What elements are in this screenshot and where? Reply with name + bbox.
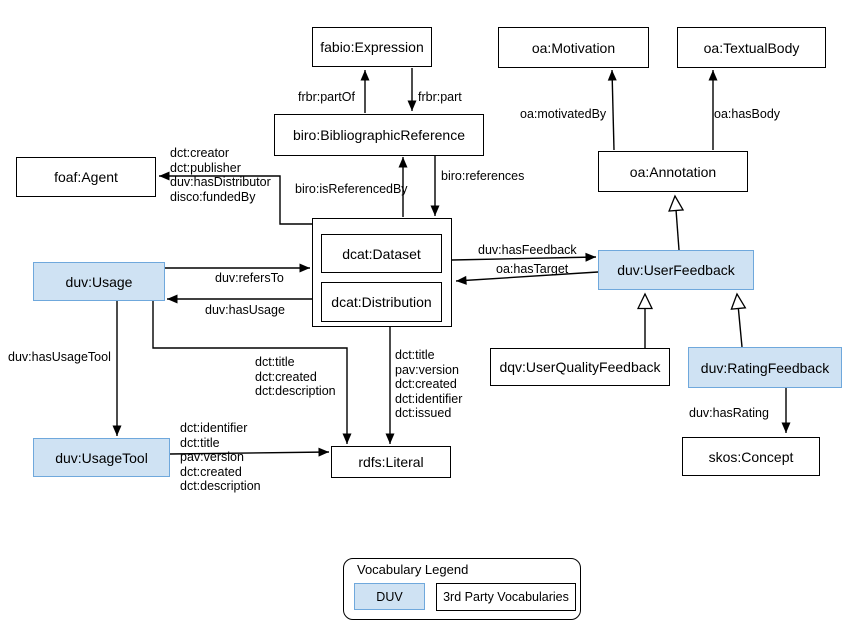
node-oa-textualbody: oa:TextualBody bbox=[677, 27, 826, 68]
edge-label-duv-hasfeedback: duv:hasFeedback bbox=[478, 243, 577, 257]
node-duv-userfeedback: duv:UserFeedback bbox=[598, 250, 754, 290]
node-duv-usage: duv:Usage bbox=[33, 262, 165, 301]
edge-label-duv-hasrating: duv:hasRating bbox=[689, 406, 769, 420]
legend-title: Vocabulary Legend bbox=[357, 562, 469, 577]
dcat-group-box bbox=[312, 218, 452, 327]
node-foaf-agent: foaf:Agent bbox=[16, 157, 156, 197]
edge-usagetool-literal-properties bbox=[169, 447, 330, 457]
legend-third-party-swatch: 3rd Party Vocabularies bbox=[436, 583, 576, 611]
node-oa-motivation: oa:Motivation bbox=[498, 27, 649, 68]
edge-label-oa-motivatedby: oa:motivatedBy bbox=[520, 107, 607, 121]
node-dcat-distribution: dcat:Distribution bbox=[321, 282, 442, 322]
edge-label-biro-isreferencedby: biro:isReferencedBy bbox=[295, 182, 408, 196]
node-dqv-userqualityfeedback: dqv:UserQualityFeedback bbox=[490, 348, 670, 386]
edge-label-oa-hasbody: oa:hasBody bbox=[714, 107, 781, 121]
edge-agent-properties bbox=[159, 171, 312, 225]
edge-label-duv-hasusagetool: duv:hasUsageTool bbox=[8, 350, 111, 364]
edge-label-agent-properties: dct:creator dct:publisher duv:hasDistrib… bbox=[170, 146, 271, 204]
edge-label-biro-references: biro:references bbox=[441, 169, 525, 183]
legend-duv-swatch: DUV bbox=[354, 583, 425, 610]
edge-label-usage-literal-properties: dct:title dct:created dct:description bbox=[255, 355, 336, 398]
node-fabio-expression: fabio:Expression bbox=[312, 27, 432, 67]
edge-duv-hasfeedback bbox=[451, 252, 597, 262]
edge-label-usagetool-literal-properties: dct:identifier dct:title pav:version dct… bbox=[180, 421, 261, 493]
edge-oa-hastarget bbox=[455, 271, 599, 285]
node-duv-ratingfeedback: duv:RatingFeedback bbox=[688, 347, 842, 388]
node-dcat-dataset: dcat:Dataset bbox=[321, 234, 442, 273]
node-skos-concept: skos:Concept bbox=[682, 437, 820, 476]
edge-oa-motivatedby bbox=[607, 69, 617, 151]
edge-userfeedback-subclassof-annotation bbox=[668, 194, 685, 251]
edge-ratingfeedback-subclassof bbox=[730, 292, 747, 348]
node-duv-usagetool: duv:UsageTool bbox=[33, 438, 170, 477]
node-oa-annotation: oa:Annotation bbox=[598, 151, 748, 192]
edge-label-frbr-part: frbr:part bbox=[418, 90, 462, 104]
edge-label-frbr-partof: frbr:partOf bbox=[298, 90, 355, 104]
node-rdfs-literal: rdfs:Literal bbox=[331, 446, 451, 478]
edge-usage-literal-properties bbox=[152, 301, 352, 444]
edge-label-duv-refersto: duv:refersTo bbox=[215, 271, 284, 285]
edge-label-dataset-literal-properties: dct:title pav:version dct:created dct:id… bbox=[395, 348, 463, 420]
edge-label-oa-hastarget: oa:hasTarget bbox=[496, 262, 569, 276]
edge-label-duv-hasusage: duv:hasUsage bbox=[205, 303, 285, 317]
node-biro-bibliographicreference: biro:BibliographicReference bbox=[274, 114, 484, 156]
